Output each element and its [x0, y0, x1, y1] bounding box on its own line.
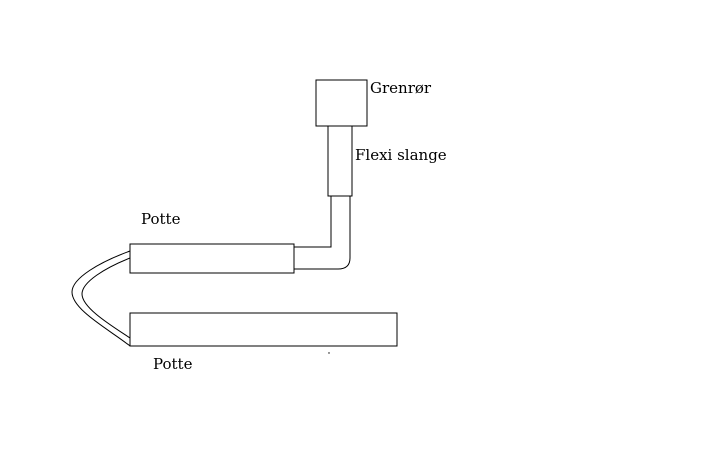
label-grenror: Grenrør [370, 79, 432, 97]
grenror-box [315, 79, 368, 127]
label-flexi-slange: Flexi slange [355, 146, 447, 164]
label-potte-bottom: Potte [153, 355, 193, 373]
potte-top-box [129, 243, 295, 274]
flexi-slange-connector [327, 125, 353, 197]
hose-to-top-potte-outer [294, 196, 351, 270]
label-potte-top: Potte [141, 210, 181, 228]
loop-hose-inner [81, 257, 131, 339]
potte-bottom-box [129, 312, 398, 347]
loop-hose-outer [71, 250, 131, 347]
hose-to-top-potte [294, 196, 332, 248]
stray-dot [328, 352, 330, 354]
